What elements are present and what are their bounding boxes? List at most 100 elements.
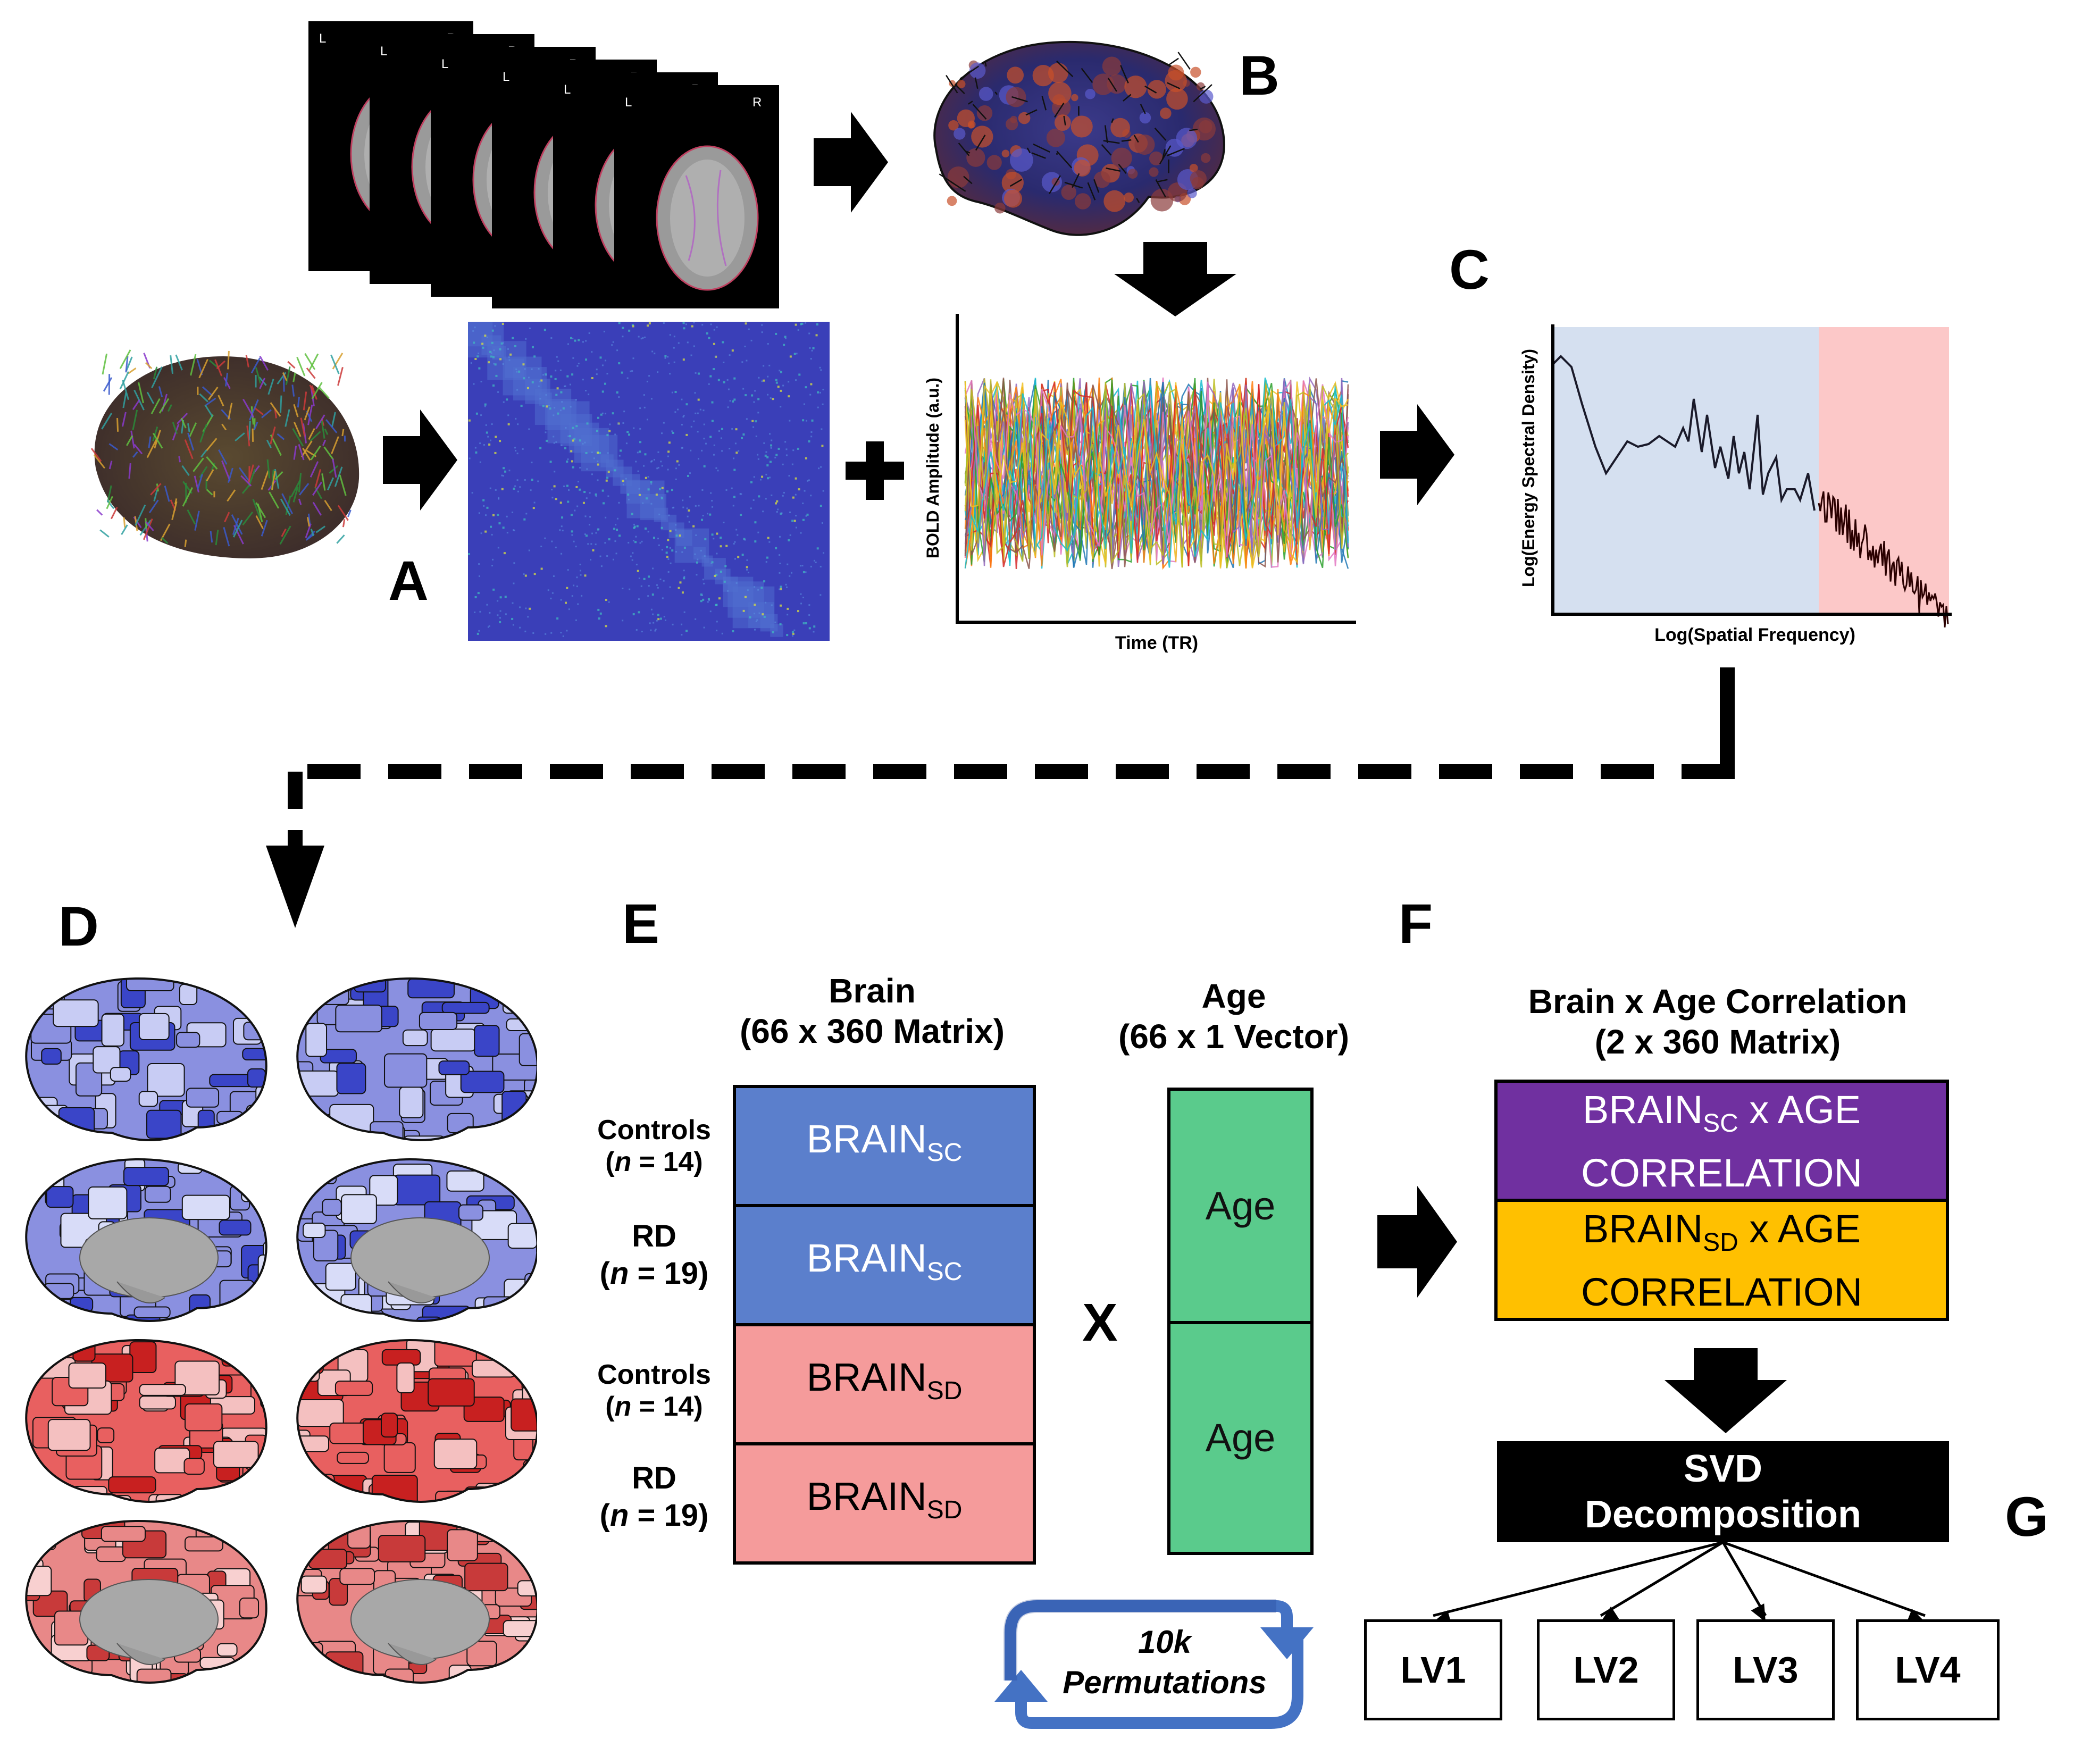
group-name: Controls — [597, 1359, 711, 1390]
high-frequency-band — [1819, 327, 1949, 614]
corr-pre: BRAIN — [1582, 1088, 1703, 1132]
corr-pre: BRAIN — [1582, 1207, 1703, 1251]
brain-sc-age-correlation-cell: BRAINSC x AGE CORRELATION — [1494, 1080, 1949, 1202]
panel-label-e: E — [622, 893, 660, 955]
group-label-rd-sc: RD (n = 19) — [580, 1218, 729, 1292]
panel-label-g: G — [2005, 1486, 2048, 1548]
cortical-map — [296, 1158, 537, 1322]
n-value: = 19) — [629, 1256, 709, 1291]
spectrum-xlabel: Log(Spatial Frequency) — [1654, 625, 1855, 645]
cell-subscript: SC — [926, 1138, 963, 1167]
cortical-map — [296, 977, 537, 1141]
brain-sd-rd-cell: BRAINSD — [733, 1442, 1036, 1565]
corr-post: x AGE — [1738, 1207, 1861, 1251]
n-value: = 14) — [631, 1147, 703, 1177]
cell-text: BRAIN — [806, 1355, 927, 1400]
structural-connectivity-matrix — [468, 322, 830, 641]
age-cell-2: Age — [1167, 1321, 1314, 1555]
cell-subscript: SD — [926, 1495, 963, 1524]
cell-text: Age — [1205, 1416, 1276, 1460]
left-marker: L — [380, 44, 387, 58]
arrow-down-icon — [1665, 1348, 1787, 1433]
cortical-surface-brain-image — [933, 41, 1225, 236]
left-marker: L — [625, 95, 632, 110]
cell-text: BRAIN — [806, 1236, 927, 1281]
group-name: RD — [632, 1219, 676, 1253]
corr-line2: CORRELATION — [1580, 1150, 1863, 1195]
permutations-label: 10k Permutations — [1026, 1622, 1303, 1703]
age-cell-1: Age — [1167, 1088, 1314, 1324]
n-symbol: n — [614, 1391, 632, 1422]
svd-line1: SVD — [1683, 1448, 1763, 1490]
brain-matrix-title: Brain (66 x 360 Matrix) — [713, 971, 1032, 1051]
brain-matrix-title-line2: (66 x 360 Matrix) — [739, 1012, 1005, 1050]
cortical-map — [25, 1158, 267, 1322]
group-label-controls-sc: Controls (n = 14) — [580, 1114, 729, 1178]
left-marker: L — [441, 57, 448, 71]
group-label-controls-sd: Controls (n = 14) — [580, 1359, 729, 1423]
corr-sub: SC — [1703, 1109, 1738, 1138]
brain-sd-controls-cell: BRAINSD — [733, 1323, 1036, 1445]
cortical-maps-grid — [25, 977, 537, 1684]
cell-subscript: SC — [926, 1257, 963, 1286]
correlation-title-line2: (2 x 360 Matrix) — [1594, 1023, 1841, 1061]
cell-text: BRAIN — [806, 1474, 927, 1519]
brain-sc-rd-cell: BRAINSC — [733, 1204, 1036, 1326]
arrow-right-icon — [1377, 1186, 1457, 1298]
correlation-title: Brain x Age Correlation (2 x 360 Matrix) — [1468, 981, 1968, 1062]
correlation-title-line1: Brain x Age Correlation — [1528, 982, 1908, 1021]
group-label-rd-sd: RD (n = 19) — [580, 1460, 729, 1534]
bold-timeseries-plot: BOLD Amplitude (a.u.) Time (TR) — [923, 314, 1356, 653]
cortical-map — [25, 977, 267, 1141]
left-marker: L — [319, 31, 326, 46]
left-marker: L — [503, 70, 509, 84]
multiply-symbol: X — [1082, 1293, 1118, 1352]
mri-slice-stack: LRLRLRLRLRLR — [308, 21, 779, 308]
n-symbol: n — [609, 1256, 629, 1291]
corr-sub: SD — [1703, 1228, 1738, 1257]
energy-spectral-density-plot: Log(Energy Spectral Density) Log(Spatial… — [1519, 324, 1952, 645]
bold-xlabel: Time (TR) — [1115, 633, 1198, 653]
panel-label-d: D — [58, 896, 99, 958]
corr-post: x AGE — [1738, 1088, 1861, 1132]
permutations-line1: 10k — [1138, 1624, 1192, 1660]
n-value: = 14) — [631, 1391, 703, 1422]
n-value: = 19) — [629, 1498, 709, 1533]
arrow-right-icon — [383, 409, 457, 511]
brain-sc-controls-cell: BRAINSC — [733, 1085, 1036, 1207]
permutations-loop-arrows — [994, 1599, 1314, 1729]
lv4-box: LV4 — [1856, 1619, 2000, 1720]
lv1-box: LV1 — [1364, 1619, 1502, 1720]
cell-subscript: SD — [926, 1376, 963, 1405]
age-vector-title: Age (66 x 1 Vector) — [1085, 976, 1383, 1057]
cell-text: Age — [1205, 1183, 1276, 1228]
arrow-down-icon — [1114, 242, 1236, 316]
spectrum-ylabel: Log(Energy Spectral Density) — [1519, 349, 1538, 587]
n-symbol: n — [614, 1147, 632, 1177]
permutations-line2: Permutations — [1063, 1665, 1267, 1700]
arrow-right-icon — [1380, 404, 1454, 505]
lv2-box: LV2 — [1537, 1619, 1675, 1720]
brain-matrix-title-line1: Brain — [829, 972, 916, 1010]
cortical-map — [25, 1339, 267, 1503]
age-vector-title-line2: (66 x 1 Vector) — [1118, 1017, 1349, 1056]
panel-label-b: B — [1239, 45, 1279, 107]
n-symbol: n — [609, 1498, 629, 1533]
plus-icon — [846, 441, 904, 500]
panel-label-a: A — [388, 550, 429, 612]
group-name: Controls — [597, 1115, 711, 1146]
arrow-right-icon — [814, 112, 888, 213]
age-vector-title-line1: Age — [1201, 977, 1266, 1015]
cell-text: BRAIN — [806, 1117, 927, 1161]
cortical-map — [296, 1339, 537, 1503]
svd-line2: Decomposition — [1584, 1493, 1862, 1536]
svd-branch-arrows — [1433, 1541, 1926, 1625]
svd-decomposition-box: SVD Decomposition — [1497, 1441, 1949, 1542]
low-frequency-band — [1553, 327, 1819, 614]
cortical-map — [25, 1519, 267, 1684]
cortical-map — [296, 1519, 537, 1684]
right-marker: R — [752, 95, 762, 110]
group-name: RD — [632, 1461, 676, 1495]
panel-label-c: C — [1449, 239, 1490, 301]
